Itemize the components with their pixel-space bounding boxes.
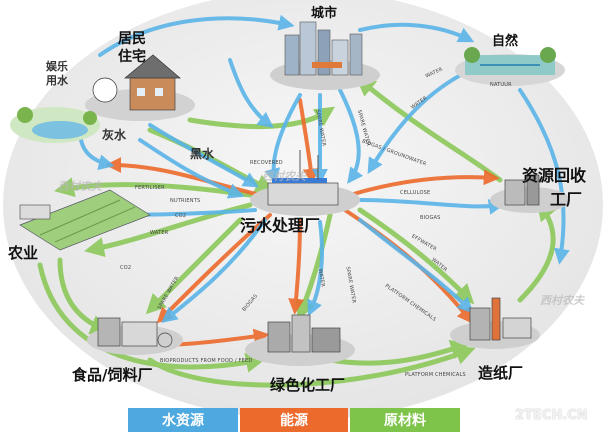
recreation-illustration — [10, 107, 100, 143]
city-label: 城市 — [311, 2, 337, 21]
agriculture-label: 农业 — [8, 242, 38, 263]
flow-label: BIOPRODUCTS FROM FOOD / FEED — [160, 358, 252, 364]
legend-water-label: 水资源 — [162, 410, 204, 430]
nature-label: 自然 — [492, 30, 518, 49]
legend-water: 水资源 — [128, 408, 238, 432]
legend-energy-label: 能源 — [280, 410, 308, 430]
flow-label: BIOGAS — [420, 215, 441, 221]
legend-raw-material: 原材料 — [350, 408, 460, 432]
watermark: 西村农夫 — [540, 292, 584, 308]
flow-label: NATUUR — [490, 82, 512, 88]
residential-label-1: 居民 — [118, 28, 146, 48]
flow-label: CO2 — [175, 213, 186, 219]
recreation-label-2: 用水 — [46, 72, 68, 88]
watermark: 西村农夫 — [58, 178, 102, 194]
legend-raw-material-label: 原材料 — [384, 410, 426, 430]
blackwater-label: 黑水 — [190, 145, 214, 162]
residential-label-2: 住宅 — [118, 46, 146, 66]
legend-energy: 能源 — [240, 408, 348, 432]
flow-label: PLATFORM CHEMICALS — [405, 372, 466, 378]
flow-label: CO2 — [120, 265, 131, 271]
flow-label: NUTRIENTS — [170, 198, 200, 204]
wastewater-plant-label: 污水处理厂 — [240, 212, 320, 236]
flow-label: RECOVERED — [250, 160, 283, 166]
flow-label: WATER — [150, 230, 168, 236]
site-watermark: 2TECH.CN — [515, 408, 588, 423]
recovery-plant-label-1: 资源回收 — [522, 162, 586, 186]
recovery-plant-label-2: 工厂 — [550, 186, 582, 210]
watermark: 西村农夫 — [262, 168, 306, 184]
food-plant-label: 食品/饲料厂 — [72, 364, 152, 385]
greywater-label: 灰水 — [102, 126, 126, 143]
green-chem-plant-label: 绿色化工厂 — [270, 374, 345, 395]
flow-label: FERTILISER — [135, 185, 165, 191]
paper-mill-label: 造纸厂 — [478, 362, 523, 383]
flow-label: CELLULOSE — [400, 190, 430, 196]
